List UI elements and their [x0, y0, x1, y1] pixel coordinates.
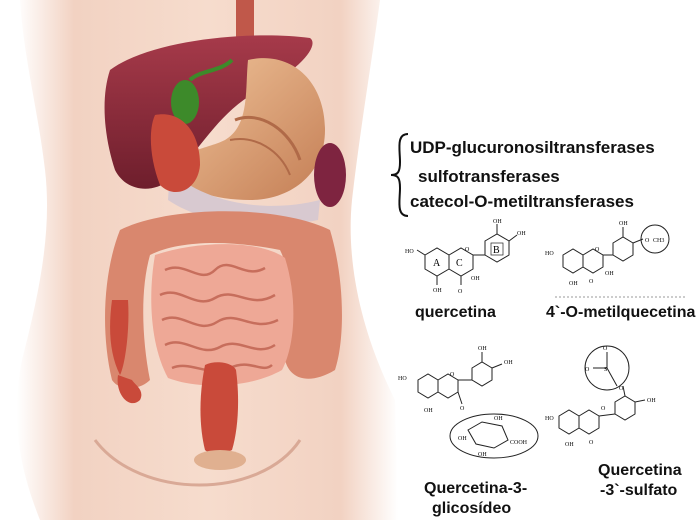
enzyme-brace	[388, 132, 410, 218]
ring-b-letter: B	[493, 245, 500, 256]
svg-text:OH: OH	[565, 442, 574, 448]
svg-text:OH: OH	[478, 452, 487, 458]
svg-text:HO: HO	[545, 416, 554, 422]
svg-text:OH: OH	[569, 281, 578, 287]
svg-text:O: O	[460, 406, 465, 412]
svg-text:O: O	[619, 386, 624, 392]
methylquercetin-label: 4`-O-metilquecetina	[546, 304, 695, 322]
digestive-system-illustration	[0, 0, 400, 520]
svg-text:OH: OH	[478, 346, 487, 352]
svg-text:O: O	[458, 289, 463, 295]
quercetin-label: quercetina	[415, 304, 496, 322]
svg-text:HO: HO	[405, 249, 414, 255]
svg-text:COOH: COOH	[510, 440, 528, 446]
svg-text:OH: OH	[517, 231, 526, 237]
svg-text:OH: OH	[458, 436, 467, 442]
sulfate-label-line2: -3`-sulfato	[600, 482, 677, 500]
svg-text:O: O	[589, 440, 594, 446]
quercetin-sulfate-structure: HO OH O OH O O S O O	[545, 340, 695, 462]
svg-text:HO: HO	[545, 251, 554, 257]
rectum	[200, 362, 238, 453]
svg-text:O: O	[589, 279, 594, 285]
quercetin-glucoside-structure: HO OH OH OH O O COOH OH OH OH	[398, 340, 548, 462]
methylquercetin-structure: HO OH O OH O OH O CH3	[545, 215, 685, 300]
svg-text:O: O	[450, 372, 455, 378]
ring-c-letter: C	[456, 258, 463, 269]
svg-text:O: O	[645, 238, 650, 244]
quercetin-structure: A C B HO OH OH OH O OH O	[405, 215, 535, 300]
svg-text:O: O	[595, 247, 600, 253]
svg-text:OH: OH	[471, 276, 480, 282]
enzyme-sulfotransferase: sulfotransferases	[418, 167, 560, 187]
ring-a-letter: A	[433, 258, 441, 269]
svg-text:HO: HO	[398, 376, 407, 382]
svg-text:OH: OH	[493, 219, 502, 225]
svg-text:OH: OH	[433, 288, 442, 294]
svg-text:CH3: CH3	[653, 238, 664, 244]
svg-text:O: O	[465, 247, 470, 253]
svg-text:OH: OH	[504, 360, 513, 366]
spleen	[314, 143, 346, 207]
svg-text:OH: OH	[494, 416, 503, 422]
enzyme-comt: catecol-O-metiltransferases	[410, 192, 634, 212]
svg-text:O: O	[603, 346, 608, 352]
glucoside-label-line2: glicosídeo	[432, 500, 511, 518]
svg-text:O: O	[601, 406, 606, 412]
svg-text:O: O	[585, 367, 590, 373]
svg-text:OH: OH	[605, 271, 614, 277]
svg-text:OH: OH	[619, 221, 628, 227]
svg-text:OH: OH	[424, 408, 433, 414]
sulfate-label-line1: Quercetina	[598, 462, 682, 480]
svg-text:S: S	[604, 367, 607, 373]
svg-text:OH: OH	[647, 398, 656, 404]
enzyme-ugt: UDP-glucuronosiltransferases	[410, 138, 655, 158]
glucoside-label-line1: Quercetina-3-	[424, 480, 527, 498]
